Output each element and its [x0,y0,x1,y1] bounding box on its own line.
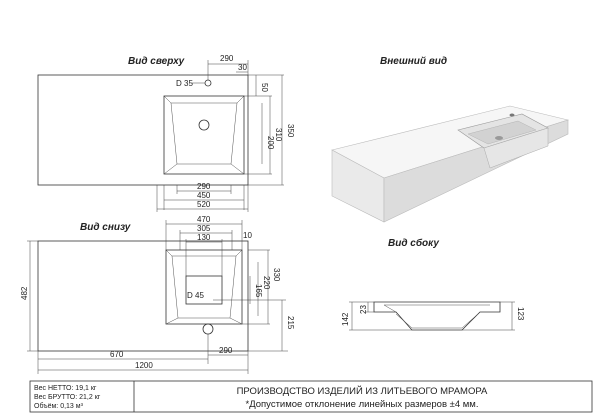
side-view-title: Вид сбоку [388,237,439,249]
bottom-dim-215: 215 [286,316,295,330]
bottom-view-bowl-outer [165,249,243,325]
top-view-title: Вид сверху [128,56,185,67]
bottom-dim-1200: 1200 [135,361,153,370]
external-view-tap-hole [509,113,515,117]
volume: Объём: 0,13 м³ [34,402,84,410]
top-view-bowl-inner [170,102,238,165]
bottom-view-bowl-inner [171,255,237,319]
weight-net: Вес НЕТТО: 19,1 кг [34,385,97,392]
top-dim-290: 290 [220,54,234,63]
bottom-dim-220: 220 [262,276,271,290]
bottom-dim-305: 305 [197,224,211,233]
external-view-title: Внешний вид [380,56,447,67]
bottom-dim-bottom-290: 290 [219,346,233,355]
bottom-view-countertop [37,240,249,352]
bottom-dim-d45: D 45 [187,291,204,300]
top-view-bowl-outer [163,95,245,175]
side-dim-23: 23 [359,305,368,314]
bottom-view-drain-area [185,275,223,305]
top-dim-50: 50 [260,83,269,92]
top-dim-350: 350 [286,124,295,138]
bottom-dim-10: 10 [243,231,252,240]
side-dim-123: 123 [516,307,525,321]
top-dim-200: 200 [266,136,275,150]
footer-frame [29,380,593,413]
top-dim-310: 310 [274,128,283,142]
side-dim-142: 142 [341,312,350,326]
top-view-drain-hole [198,119,210,131]
top-dim-d35: D 35 [176,79,193,88]
external-view-drain [495,136,503,140]
bottom-dim-130: 130 [197,233,211,242]
top-view-countertop [37,74,249,186]
side-view: Вид сбоку 142 23 123 [341,237,525,331]
bottom-dim-670: 670 [110,350,124,359]
top-bottom-dim-520: 520 [197,200,211,209]
weight-gross: Вес БРУТТО: 21,2 кг [34,394,101,401]
top-view: Вид сверху D 35 290 30 50 350 310 2 [37,54,295,212]
tolerance-note: *Допустимое отклонение линейных размеров… [246,399,479,410]
side-view-profile [373,301,501,331]
bottom-view-title: Вид снизу [80,222,131,233]
bottom-dim-165: 165 [254,284,263,298]
bottom-dim-482: 482 [20,286,29,300]
bottom-view: Вид снизу D 45 470 305 130 10 482 [20,215,295,374]
bottom-dim-470: 470 [197,215,211,224]
production-caption: ПРОИЗВОДСТВО ИЗДЕЛИЙ ИЗ ЛИТЬЕВОГО МРАМОР… [237,385,488,397]
footer: Вес НЕТТО: 19,1 кг Вес БРУТТО: 21,2 кг О… [29,380,593,413]
bottom-dim-330: 330 [272,268,281,282]
top-view-tap-hole [204,79,212,87]
top-dim-30: 30 [238,63,247,72]
external-view: Внешний вид [331,56,570,223]
bottom-view-drain-hole [202,323,214,335]
top-bottom-dim-290: 290 [197,182,211,191]
top-bottom-dim-450: 450 [197,191,211,200]
